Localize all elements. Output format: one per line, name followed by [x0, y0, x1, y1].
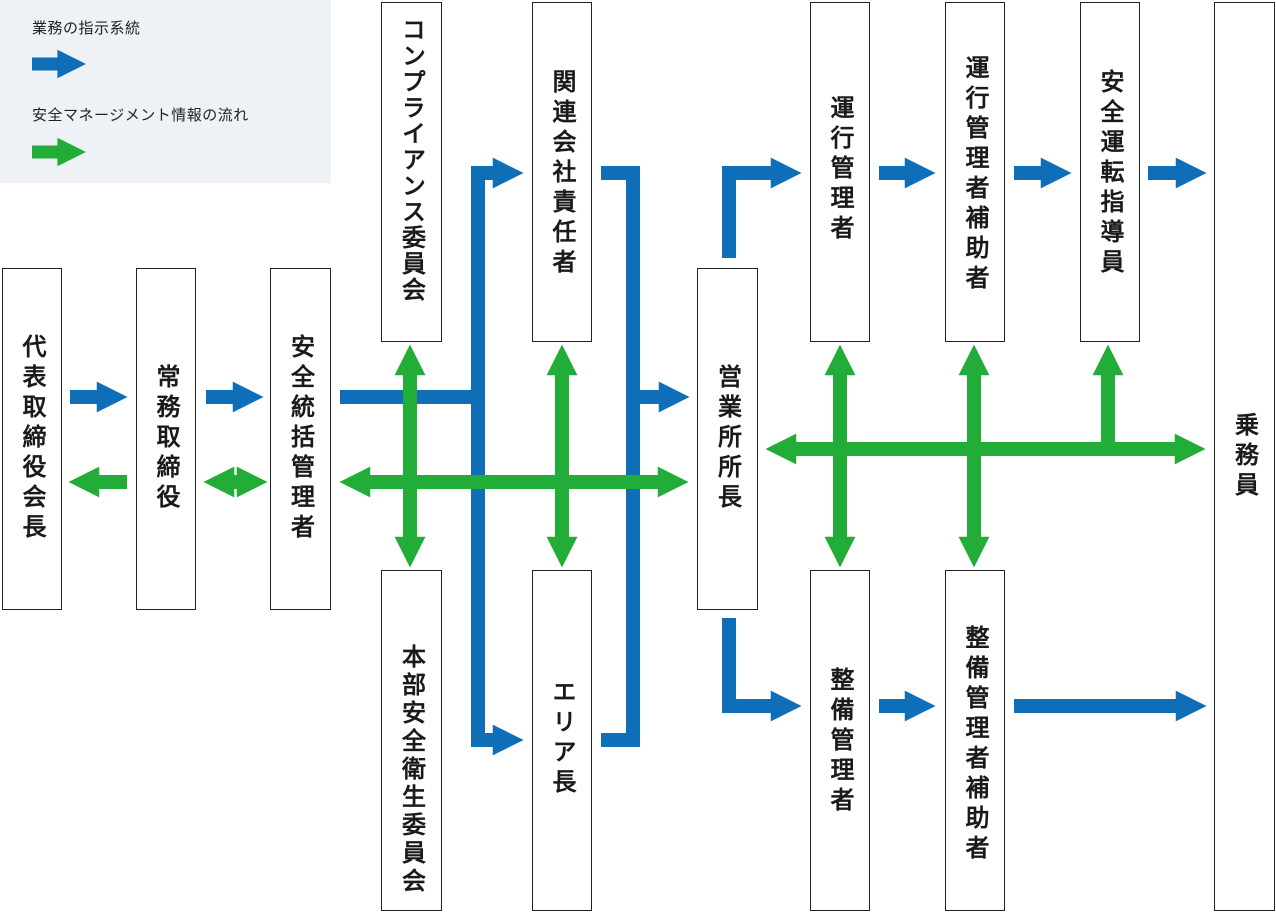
node-safety-general-manager-label: 安全統括管理者 [286, 334, 315, 544]
node-safety-general-manager: 安全統括管理者 [270, 268, 331, 610]
arrow-office-to-maint [722, 618, 802, 722]
node-hq-safety-committee-label: 本部安全衛生委員会 [397, 644, 426, 896]
node-managing-director-label: 常務取締役 [152, 364, 180, 514]
node-hq-safety-committee: 本部安全衛生委員会 [381, 570, 442, 911]
area-trunk [471, 397, 524, 756]
node-managing-director: 常務取締役 [136, 268, 196, 610]
node-safe-driving-instructor: 安全運転指導員 [1080, 2, 1140, 342]
node-maintenance-manager: 整備管理者 [810, 570, 870, 911]
node-compliance-committee-label: コンプライアンス委員会 [397, 17, 426, 303]
node-operations-manager-label: 運行管理者 [826, 95, 854, 245]
node-maintenance-assistant: 整備管理者補助者 [945, 570, 1005, 911]
arrow-office-to-ops [722, 157, 802, 258]
node-crew: 乗務員 [1214, 2, 1275, 911]
node-ceo-label: 代表取締役会長 [18, 334, 46, 544]
node-operations-assistant: 運行管理者補助者 [945, 2, 1005, 342]
legend-instruction-label: 業務の指示系統 [32, 19, 141, 37]
node-area-manager-label: エリア長 [548, 679, 576, 799]
node-compliance-committee: コンプライアンス委員会 [381, 2, 442, 342]
node-office-manager: 営業所所長 [697, 268, 758, 610]
node-affiliate-manager-label: 関連会社責任者 [548, 69, 576, 279]
return-trunk [601, 166, 640, 747]
node-office-manager-label: 営業所所長 [713, 364, 742, 514]
node-maintenance-assistant-label: 整備管理者補助者 [961, 625, 989, 865]
node-safe-driving-instructor-label: 安全運転指導員 [1096, 69, 1124, 279]
legend-info-label: 安全マネージメント情報の流れ [32, 106, 249, 124]
node-area-manager: エリア長 [532, 570, 592, 911]
node-operations-assistant-label: 運行管理者補助者 [961, 55, 989, 295]
node-maintenance-manager-label: 整備管理者 [826, 667, 854, 817]
node-operations-manager: 運行管理者 [810, 2, 870, 342]
node-affiliate-manager: 関連会社責任者 [532, 2, 592, 342]
node-ceo: 代表取締役会長 [2, 268, 62, 610]
node-crew-label: 乗務員 [1230, 411, 1259, 502]
